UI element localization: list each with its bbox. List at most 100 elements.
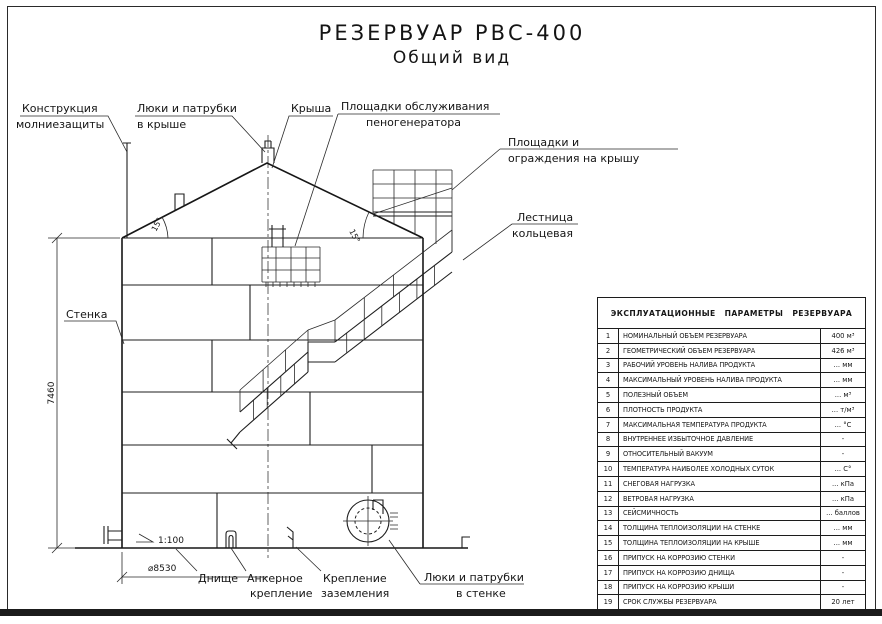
foam-generator-platform	[261, 225, 321, 287]
callout-roof-platform-line1: Площадки и	[508, 136, 579, 149]
param-value: ... баллов	[826, 509, 860, 518]
param-name: СЕЙСМИЧНОСТЬ	[619, 506, 821, 521]
callout-roof-hatches-line1: Люки и патрубки	[137, 102, 237, 115]
param-number: 17	[598, 565, 619, 580]
param-value: -	[841, 583, 845, 592]
param-number: 7	[598, 417, 619, 432]
param-number: 14	[598, 521, 619, 536]
param-name: РАБОЧИЙ УРОВЕНЬ НАЛИВА ПРОДУКТА	[619, 358, 821, 373]
callout-foam-platform-line1: Площадки обслуживания	[341, 100, 489, 113]
bottom-left-nozzle	[103, 526, 122, 544]
param-value: ... °С	[834, 420, 852, 429]
param-number: 13	[598, 506, 619, 521]
param-number: 10	[598, 462, 619, 476]
param-name: ПОЛЕЗНЫЙ ОБЪЕМ	[619, 388, 821, 402]
grounding-attachment	[286, 526, 294, 548]
param-name: МАКСИМАЛЬНЫЙ УРОВЕНЬ НАЛИВА ПРОДУКТА	[619, 373, 821, 388]
param-name: МАКСИМАЛЬНАЯ ТЕМПЕРАТУРА ПРОДУКТА	[619, 417, 821, 432]
diameter-dimension-label: ⌀8530	[148, 564, 177, 574]
param-name: ГЕОМЕТРИЧЕСКИЙ ОБЪЕМ РЕЗЕРВУАРА	[619, 343, 821, 358]
param-value: ... т/м³	[831, 405, 855, 414]
param-name: ПРИПУСК НА КОРРОЗИЮ СТЕНКИ	[619, 550, 821, 565]
callout-anchor-line2: крепление	[250, 587, 313, 600]
wall-manhole	[343, 496, 398, 546]
param-number: 8	[598, 432, 619, 447]
callout-lightning-line1: Конструкция	[22, 102, 98, 115]
callout-leader-lines	[20, 113, 678, 585]
height-dimension: 7460	[47, 232, 120, 554]
param-number: 16	[598, 550, 619, 565]
bottom-right-hook	[461, 536, 470, 548]
callout-grounding-line1: Крепление	[323, 572, 387, 585]
roof-nozzle	[174, 193, 185, 211]
param-name: СРОК СЛУЖБЫ РЕЗЕРВУАРА	[619, 595, 821, 610]
param-name: ТЕМПЕРАТУРА НАИБОЛЕЕ ХОЛОДНЫХ СУТОК	[619, 462, 821, 476]
wall-course-lines	[122, 237, 423, 494]
parameters-table-title: ЭКСПЛУАТАЦИОННЫЕ ПАРАМЕТРЫ РЕЗЕРВУАРА	[598, 298, 865, 329]
param-number: 5	[598, 388, 619, 402]
param-name: СНЕГОВАЯ НАГРУЗКА	[619, 476, 821, 491]
param-value: ... мм	[833, 361, 853, 370]
callout-lightning-line2: молниезащиты	[16, 118, 104, 131]
param-number: 9	[598, 447, 619, 462]
drawing-title: РЕЗЕРВУАР РВС-400	[319, 21, 586, 45]
param-value: ... мм	[833, 376, 853, 385]
param-value: ... кПа	[831, 479, 855, 488]
callout-foam-platform-line2: пеногенератора	[366, 116, 461, 129]
param-value: 426 м³	[831, 346, 855, 355]
callout-grounding-line2: заземления	[321, 587, 389, 600]
callout-ladder-line1: Лестница	[517, 211, 573, 224]
param-number: 4	[598, 373, 619, 388]
param-number: 19	[598, 595, 619, 610]
param-number: 18	[598, 580, 619, 595]
roof-angle-arc-left	[161, 216, 169, 239]
param-value: 20 лет	[831, 598, 855, 607]
param-value: -	[841, 435, 845, 444]
sheet-bottom-edge	[0, 609, 882, 616]
height-dimension-label: 7460	[47, 381, 57, 404]
wall-seam-lines	[211, 238, 373, 548]
slope-symbol	[136, 533, 155, 543]
param-number: 3	[598, 358, 619, 373]
callout-roof: Крыша	[291, 102, 331, 115]
param-name: НОМИНАЛЬНЫЙ ОБЪЕМ РЕЗЕРВУАРА	[619, 329, 821, 343]
roof-angle-arc-right	[362, 211, 370, 239]
param-number: 2	[598, 343, 619, 358]
callout-wall-hatches-line2: в стенке	[456, 587, 506, 600]
callout-bottom: Днище	[198, 572, 238, 585]
param-number: 6	[598, 402, 619, 417]
param-value: ... мм	[833, 539, 853, 548]
roof-angle-right-label: 15°	[347, 228, 362, 245]
drawing-subtitle: Общий вид	[393, 48, 511, 68]
callout-roof-hatches-line2: в крыше	[137, 118, 186, 131]
bottom-slope-label: 1:100	[158, 536, 184, 546]
anchor-fastening	[225, 530, 237, 548]
param-name: ПРИПУСК НА КОРРОЗИЮ КРЫШИ	[619, 580, 821, 595]
callout-wall: Стенка	[66, 308, 107, 321]
param-value: ... м³	[834, 391, 852, 400]
param-name: ТОЛЩИНА ТЕПЛОИЗОЛЯЦИИ НА КРЫШЕ	[619, 536, 821, 550]
param-value: ... мм	[833, 524, 853, 533]
param-name: ТОЛЩИНА ТЕПЛОИЗОЛЯЦИИ НА СТЕНКЕ	[619, 521, 821, 536]
param-value: ... С°	[834, 465, 852, 474]
param-name: ПЛОТНОСТЬ ПРОДУКТА	[619, 402, 821, 417]
